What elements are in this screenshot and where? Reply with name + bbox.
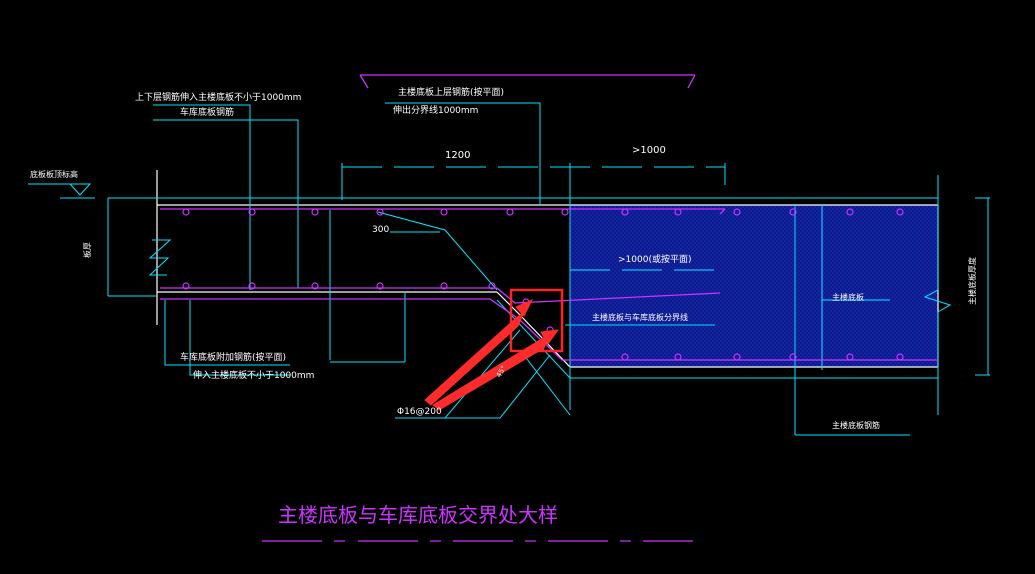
main-slab-label: 主楼底板 xyxy=(832,292,864,302)
main-slab-hatch xyxy=(570,205,938,367)
dim-gt1000-mid: >1000(或按平面) xyxy=(618,253,691,265)
garage-elevation: 底板板顶标高 xyxy=(30,169,78,179)
dim-1200: 1200 xyxy=(445,150,470,161)
garage-add-bar-1: 车库底板附加钢筋(按平面) xyxy=(180,351,286,363)
bar-spec: Φ16@200 xyxy=(397,407,442,417)
main-top-bar-note-1: 主楼底板上层钢筋(按平面) xyxy=(398,86,504,98)
upper-bar-note-2: 车库底板钢筋 xyxy=(180,106,234,118)
cyan-lines xyxy=(28,102,990,436)
dim-300: 300 xyxy=(372,225,389,235)
dim-gt1000-top: >1000 xyxy=(632,145,666,156)
drawing-title: 主楼底板与车库底板交界处大样 xyxy=(278,503,558,527)
main-slab-thickness: 主楼底板厚度 xyxy=(967,257,977,305)
upper-bar-note-1: 上下层钢筋伸入主楼底板不小于1000mm xyxy=(135,91,301,103)
garage-add-bar-2: 伸入主楼底板不小于1000mm xyxy=(193,369,314,381)
boundary-line-label: 主楼底板与车库底板分界线 xyxy=(592,312,688,322)
red-arrows xyxy=(424,298,560,411)
garage-thickness: 板厚 xyxy=(82,242,92,258)
main-bottom-bar: 主楼底板钢筋 xyxy=(832,420,880,430)
main-top-bar-note-2: 伸出分界线1000mm xyxy=(393,104,478,116)
